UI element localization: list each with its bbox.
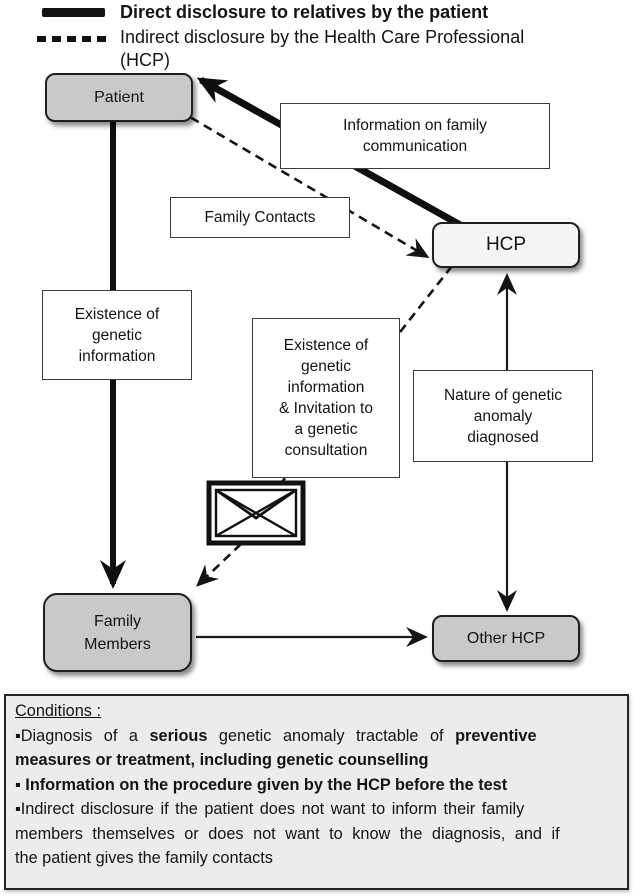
condition-text-bold: serious	[149, 726, 208, 745]
condition-text-bold: preventive	[455, 726, 537, 745]
node-other-hcp-label: Other HCP	[466, 629, 546, 647]
label-line: genetic	[92, 326, 142, 344]
condition-text: the patient gives the family contacts	[15, 849, 273, 867]
condition-text: members themselves or does not want to k…	[15, 824, 560, 843]
indirect-line-swatch	[37, 36, 106, 42]
label-line: communication	[362, 138, 468, 155]
envelope-icon	[206, 480, 306, 546]
label-line: & Invitation to	[279, 400, 373, 417]
label-existence-invitation-consultation: Existence of genetic information & Invit…	[252, 318, 400, 478]
condition-text: ▪Indirect disclosure if the patient does…	[15, 800, 525, 818]
label-family-contacts: Family Contacts	[170, 197, 350, 238]
legend-direct-label: Direct disclosure to relatives by the pa…	[120, 2, 489, 22]
label-line: Existence of	[74, 305, 160, 323]
condition-item-indirect: ▪Indirect disclosure if the patient does…	[15, 797, 618, 871]
label-line: genetic	[301, 358, 351, 375]
condition-item-diagnosis: ▪Diagnosis of a serious genetic anomaly …	[15, 724, 618, 773]
arrow-indirect-envelope-to-family	[196, 543, 242, 587]
label-line: Information on family	[343, 117, 487, 134]
node-patient-label: Patient	[94, 88, 144, 106]
node-patient: Patient	[45, 73, 193, 122]
condition-text: ▪Diagnosis of a	[15, 726, 150, 745]
node-hcp: HCP	[432, 222, 580, 268]
condition-text-bold: measures or treatment, including genetic…	[15, 751, 429, 769]
node-hcp-label: HCP	[485, 234, 527, 255]
label-line: Family Contacts	[204, 209, 316, 226]
legend-indirect-label: Indirect disclosure by the Health Care P…	[120, 27, 525, 47]
legend-indirect-label-hcp: (HCP)	[120, 50, 170, 70]
label-line: Nature of genetic	[443, 386, 563, 404]
label-line: a genetic	[294, 421, 358, 438]
condition-item-information: ▪ Information on the procedure given by …	[15, 773, 618, 798]
label-information-family-communication: Information on family communication	[280, 103, 550, 169]
conditions-title: Conditions :	[15, 702, 101, 720]
label-nature-genetic-anomaly: Nature of genetic anomaly diagnosed	[413, 370, 593, 462]
label-line: Existence of	[283, 337, 369, 354]
label-line: diagnosed	[467, 428, 539, 446]
node-other-hcp: Other HCP	[432, 615, 580, 662]
label-line: anomaly	[473, 407, 533, 425]
condition-text-bold: Information on the procedure given by th…	[25, 775, 508, 794]
node-family-members: Family Members	[43, 593, 192, 672]
label-line: information	[287, 379, 365, 396]
conditions-box: Conditions : ▪Diagnosis of a serious gen…	[4, 694, 629, 890]
condition-text: genetic anomaly tractable of	[207, 726, 456, 745]
label-existence-genetic-information: Existence of genetic information	[42, 290, 192, 380]
direct-line-swatch	[42, 8, 105, 17]
node-family-members-label: Family Members	[84, 612, 151, 653]
label-line: information	[78, 347, 156, 365]
condition-text: ▪	[15, 775, 26, 794]
label-line: consultation	[284, 442, 368, 459]
